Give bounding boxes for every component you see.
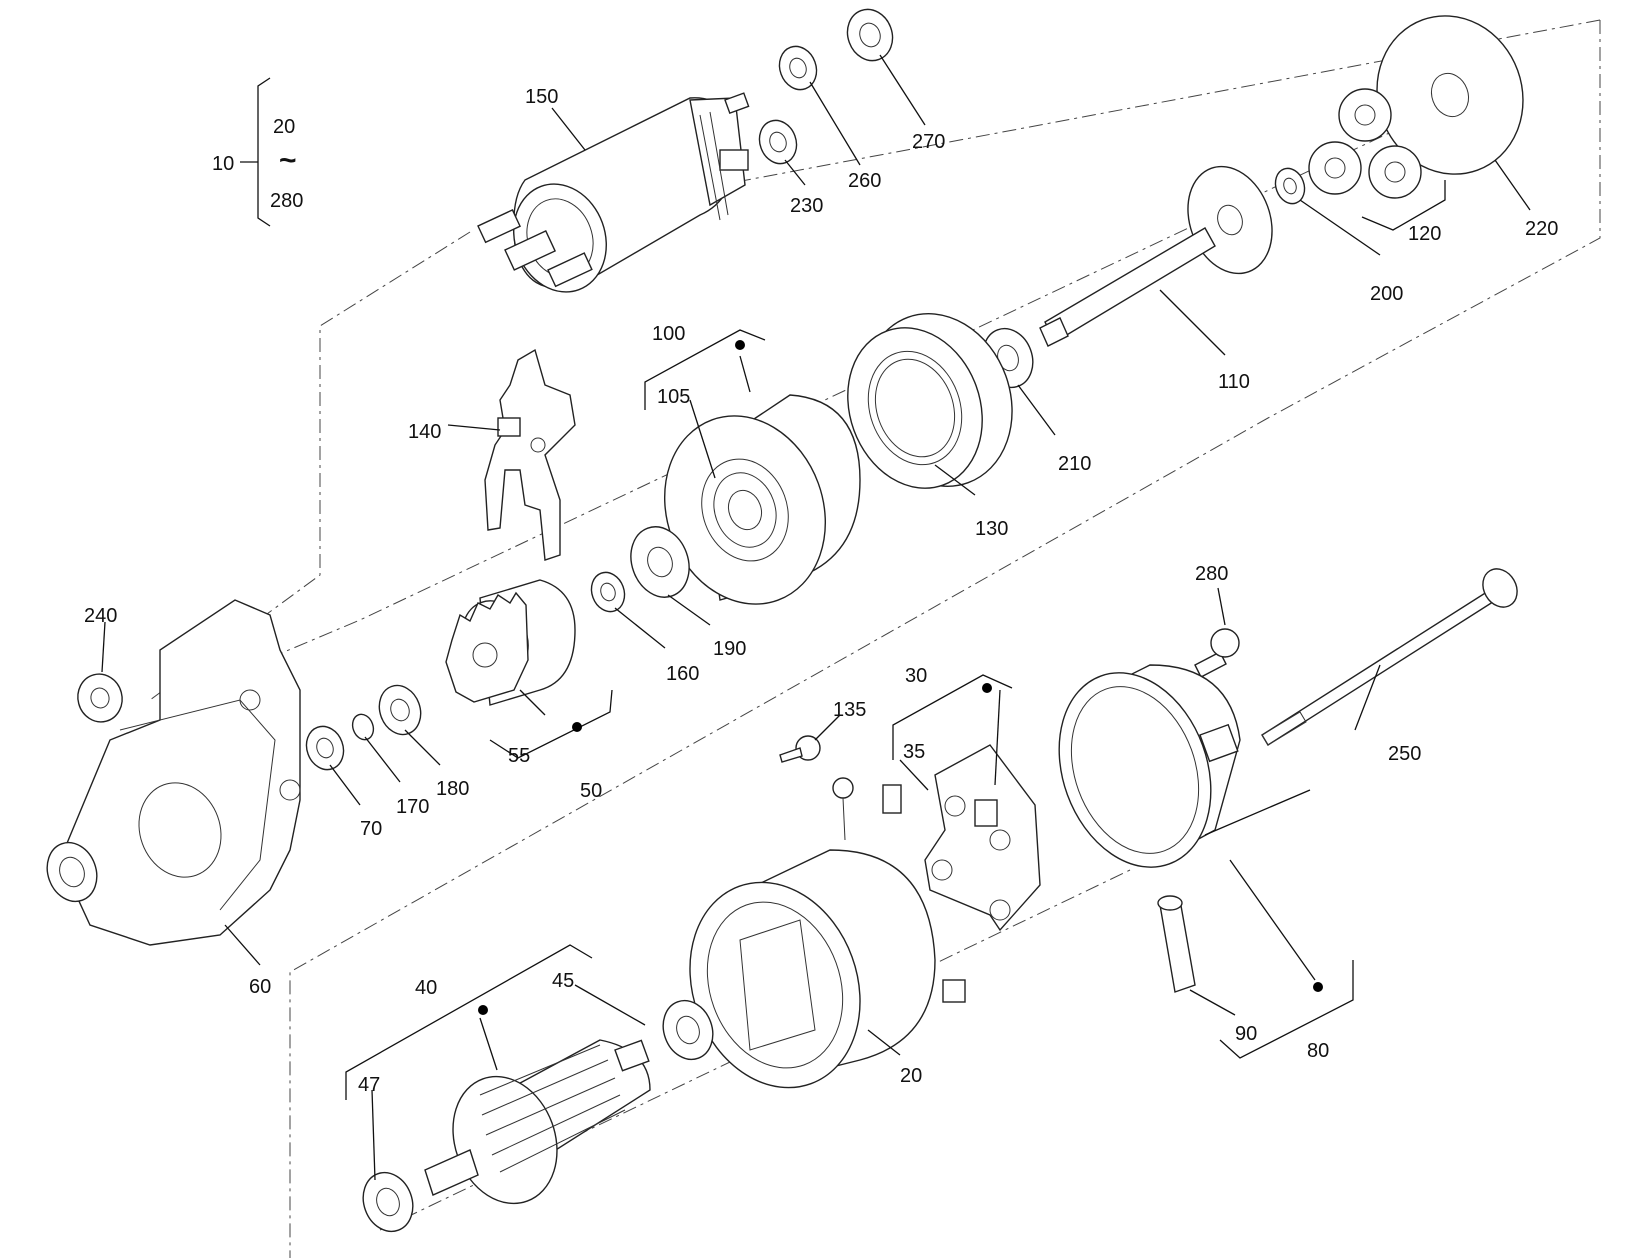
callout-50: 50: [580, 780, 602, 802]
drive-end-housing-60: [46, 599, 301, 946]
range-end: 280: [270, 190, 303, 212]
range-separator: ~: [279, 144, 297, 177]
callout-250: 250: [1388, 743, 1421, 765]
callouts: 150 260 270 230 120 220 200 110 210 130 …: [84, 86, 1558, 1096]
shift-lever-140: [484, 348, 576, 561]
brush-holder-30: [924, 744, 1041, 932]
nut-230: [758, 119, 798, 165]
grommet-90: [1157, 895, 1196, 993]
callout-180: 180: [436, 778, 469, 800]
screw-280: [1194, 628, 1240, 678]
callout-80: 80: [1307, 1040, 1329, 1062]
nut-240: [77, 673, 123, 723]
callout-200: 200: [1370, 283, 1403, 305]
clip-170: [351, 713, 375, 741]
callout-160: 160: [666, 663, 699, 685]
centerlines: [149, 19, 1601, 1258]
callout-47: 47: [358, 1074, 380, 1096]
subassembly-brackets: [345, 180, 1446, 1100]
assembly-id: 10: [212, 153, 234, 175]
callout-140: 140: [408, 421, 441, 443]
callout-60: 60: [249, 976, 271, 998]
callout-110: 110: [1218, 371, 1250, 393]
callout-190: 190: [713, 638, 746, 660]
callout-210: 210: [1058, 453, 1091, 475]
housing-100: [663, 394, 861, 605]
callout-35: 35: [903, 741, 925, 763]
armature-40: [424, 1039, 651, 1205]
callout-40: 40: [415, 977, 437, 999]
callout-55: 55: [508, 745, 530, 767]
washer-180: [378, 684, 422, 736]
clip-160: [590, 571, 626, 613]
assembly-range-bracket: 10 20 ~ 280: [212, 77, 303, 227]
washer-200: [1274, 167, 1306, 205]
internal-gear-130: [847, 313, 1013, 489]
washer-260: [778, 45, 818, 91]
callout-170: 170: [396, 796, 429, 818]
callout-260: 260: [848, 170, 881, 192]
callout-135: 135: [833, 699, 866, 721]
callout-270: 270: [912, 131, 945, 153]
clip-135: [779, 735, 821, 763]
through-bolt-250: [1261, 568, 1518, 746]
callout-70: 70: [360, 818, 382, 840]
callout-130: 130: [975, 518, 1008, 540]
bushing-70: [305, 725, 345, 771]
callout-220: 220: [1525, 218, 1558, 240]
nut-270: [846, 8, 894, 62]
solenoid-switch-part: [477, 92, 750, 293]
callout-280: 280: [1195, 563, 1228, 585]
end-frame-80: [1058, 664, 1241, 868]
callout-20: 20: [900, 1065, 922, 1087]
callout-100: 100: [652, 323, 685, 345]
callout-30: 30: [905, 665, 927, 687]
washer-190: [630, 526, 690, 598]
callout-240: 240: [84, 605, 117, 627]
pinion-clutch-50: [445, 579, 576, 706]
callout-230: 230: [790, 195, 823, 217]
range-start: 20: [273, 116, 295, 138]
callout-120: 120: [1408, 223, 1441, 245]
bearing-45: [662, 999, 714, 1061]
callout-90: 90: [1235, 1023, 1257, 1045]
callout-105: 105: [657, 386, 690, 408]
planetary-gears-120: [1308, 88, 1422, 199]
yoke-20: [689, 777, 966, 1089]
leader-lines: [101, 54, 1531, 1181]
output-shaft-110: [1039, 165, 1273, 347]
bearing-47: [362, 1171, 414, 1233]
callout-45: 45: [552, 970, 574, 992]
callout-150: 150: [525, 86, 558, 108]
